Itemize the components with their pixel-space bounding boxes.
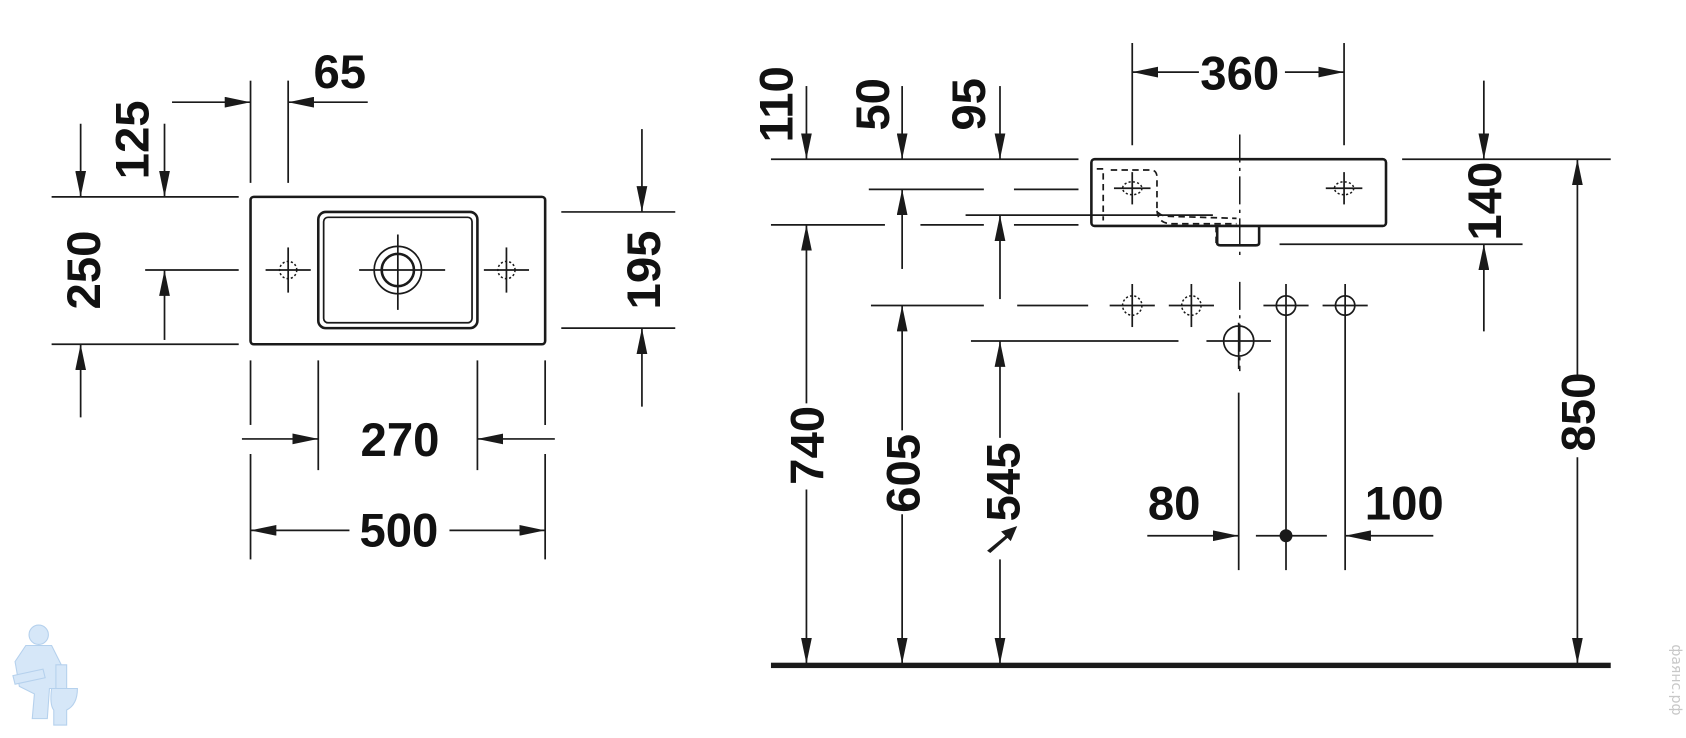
tap-hole-left-icon: [265, 247, 311, 293]
front-view: 360 110 50 95 140: [750, 43, 1611, 669]
dim-605: 605: [877, 305, 930, 664]
leader-arrow-icon: [987, 526, 1018, 553]
dim-label-250: 250: [58, 231, 111, 310]
dim-label-740: 740: [782, 406, 835, 485]
dim-850: 850: [1553, 159, 1606, 664]
dim-label-65: 65: [313, 46, 366, 99]
dim-740: 740: [782, 224, 835, 664]
dim-label-125: 125: [106, 100, 159, 179]
drain-outlet-icon: [1206, 322, 1271, 369]
dim-label-500: 500: [359, 504, 438, 557]
dim-95: 95: [943, 78, 1006, 300]
floor-line: [770, 662, 1611, 669]
dim-label-100: 100: [1365, 478, 1444, 531]
fixing-hole-right-icon: [1325, 172, 1363, 205]
supply-point-3-icon: [1263, 284, 1309, 571]
bowl-inner-outline: [322, 216, 473, 324]
top-view: 65 125 250 195: [51, 46, 676, 560]
supply-point-2-icon: [1168, 284, 1214, 328]
plumber-logo-icon: [12, 624, 78, 726]
supply-point-1-icon: [1109, 284, 1155, 328]
basin-front-outline: [1090, 157, 1388, 228]
bowl-outline: [316, 210, 479, 330]
dim-label-360: 360: [1200, 47, 1279, 100]
dim-545: 545: [977, 341, 1030, 664]
dim-label-195: 195: [618, 231, 671, 310]
watermark-site-text: фаянс.рф: [1668, 644, 1684, 715]
dim-250: 250: [51, 123, 239, 418]
dim-label-50: 50: [847, 78, 900, 131]
basin-outline: [249, 195, 547, 346]
dim-label-545: 545: [977, 442, 1030, 521]
dim-label-850: 850: [1553, 373, 1606, 452]
dim-label-110: 110: [750, 66, 803, 142]
dim-360: 360: [1131, 43, 1345, 146]
overflow-outline: [1215, 225, 1261, 247]
supply-point-4-icon: [1322, 284, 1368, 571]
dim-label-95: 95: [943, 78, 996, 131]
dim-110: 110: [750, 66, 812, 160]
dim-label-605: 605: [877, 434, 930, 513]
dim-label-270: 270: [361, 414, 440, 467]
tap-hole-right-icon: [483, 247, 530, 293]
dim-195: 195: [561, 129, 676, 407]
dim-500: 500: [249, 453, 547, 560]
dim-100: 100: [1345, 478, 1444, 542]
dim-label-140: 140: [1459, 162, 1512, 241]
dim-label-80: 80: [1148, 478, 1201, 531]
dim-80: 80: [1147, 478, 1239, 542]
dim-270: 270: [241, 360, 555, 471]
dim-125: 125: [51, 100, 239, 340]
dim-65: 65: [172, 46, 368, 183]
center-point-icon: [1279, 529, 1293, 543]
drain-icon: [359, 234, 446, 310]
dim-140: 140: [1459, 80, 1512, 332]
fixing-hole-left-icon: [1113, 172, 1151, 205]
dim-50: 50: [847, 78, 908, 269]
